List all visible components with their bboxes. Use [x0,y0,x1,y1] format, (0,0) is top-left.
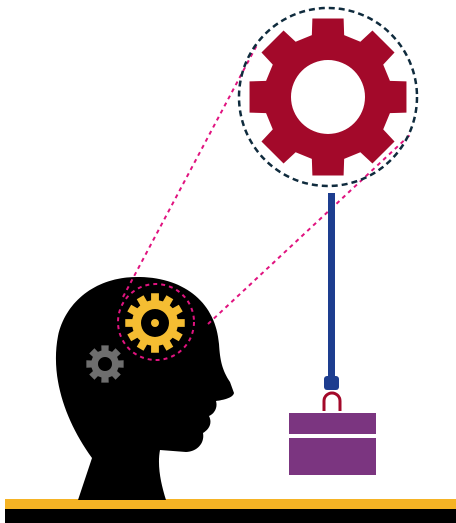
projection-line-right [207,132,413,325]
rope [328,193,335,379]
gray-gear-icon [86,345,124,383]
weight-body [289,413,376,475]
head-silhouette [55,276,234,500]
ground-bottom-bar [5,509,456,523]
yellow-gear-icon-shape [125,293,185,353]
rope-knot [324,376,339,390]
projection-line-left [122,42,259,298]
hook-icon [322,391,342,411]
weight-icon [289,413,376,475]
big-gear-icon [249,18,407,176]
small-dashed-circle [117,283,195,361]
ground-top-bar [5,499,456,509]
weight-stripe [289,434,376,438]
yellow-gear-icon [125,293,185,353]
big-dashed-circle [237,6,419,188]
big-gear-icon-shape [249,18,407,176]
yellow-gear-icon-center-dot [151,319,159,327]
gray-gear-icon-shape [86,345,124,383]
